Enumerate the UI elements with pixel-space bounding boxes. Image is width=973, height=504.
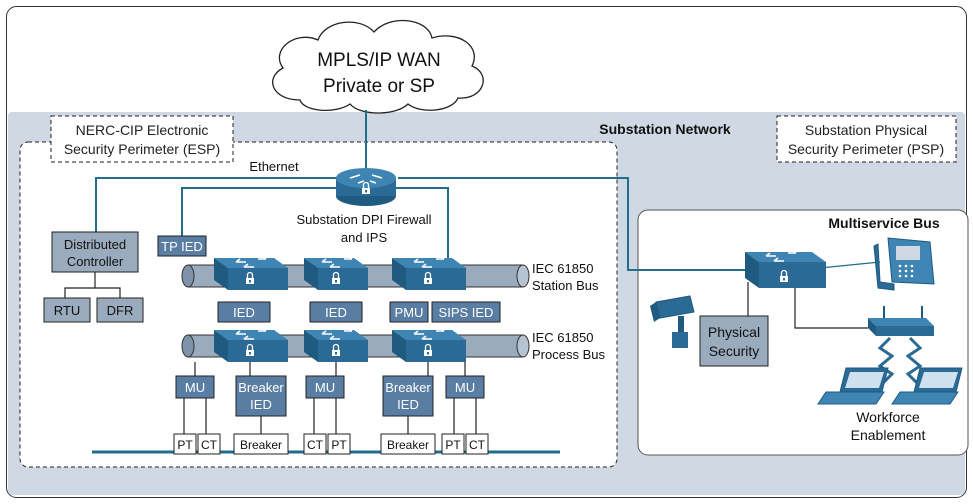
breaker-ied-2-line1: Breaker (385, 380, 431, 395)
process-switch-1 (214, 327, 288, 362)
esp-label-line1: NERC-CIP Electronic (76, 122, 209, 138)
substation-network-label: Substation Network (599, 121, 731, 137)
process-bus-line2: Process Bus (532, 347, 605, 362)
sips-ied-box (431, 301, 501, 323)
mu-label-3: MU (455, 380, 475, 395)
breaker-ied-box-2 (382, 375, 434, 417)
wireless-link-1 (877, 336, 895, 386)
ct-box-1 (197, 433, 221, 455)
pmu-label: PMU (395, 305, 424, 320)
ethernet-label: Ethernet (249, 159, 299, 174)
multiservice-zone (637, 209, 969, 456)
pmu-box (389, 301, 429, 323)
mu-label-1: MU (185, 380, 205, 395)
mu-box-2 (305, 375, 345, 399)
network-links (95, 110, 745, 271)
security-camera-icon (650, 295, 695, 348)
sips-ied-label: SIPS IED (439, 305, 494, 320)
controller-line2: Controller (67, 254, 124, 269)
field-wiring (183, 362, 477, 434)
physical-security-line2: Security (709, 343, 760, 359)
multiservice-wiring (747, 282, 868, 329)
wireless-link-2 (905, 336, 923, 386)
pt-label-1: PT (177, 438, 193, 452)
physical-security-box (699, 315, 769, 367)
pt-label-2: PT (331, 438, 347, 452)
laptop-icon-1 (817, 367, 889, 405)
ct-box-3 (465, 433, 489, 455)
controller-line1: Distributed (64, 237, 126, 252)
firewall-label-line1: Substation DPI Firewall (296, 212, 431, 227)
workforce-line1: Workforce (856, 409, 920, 425)
pt-box-3 (441, 433, 465, 455)
breaker-box-1 (233, 433, 289, 455)
dpi-firewall-router (336, 168, 396, 206)
pt-box-1 (173, 433, 197, 455)
breaker-ied-2-line2: IED (397, 397, 419, 412)
multiservice-bus-label: Multiservice Bus (828, 215, 939, 231)
controller-links-2 (95, 287, 121, 298)
process-bus-line1: IEC 61850 (532, 330, 593, 345)
breaker-label-2: Breaker (387, 438, 429, 452)
ct-label-1: CT (201, 438, 218, 452)
station-bus-line2: Station Bus (532, 278, 599, 293)
wireless-ap-icon (868, 306, 934, 336)
ct-box-2 (303, 433, 327, 455)
process-switch-3 (392, 327, 466, 362)
tp-ied-box (157, 235, 207, 257)
ip-phone-icon (873, 237, 935, 291)
tp-ied-label: TP IED (161, 239, 203, 254)
wan-cloud (272, 19, 484, 114)
cloud-line1: MPLS/IP WAN (317, 50, 441, 71)
station-switch-3 (392, 255, 466, 290)
station-switch-1 (214, 255, 288, 290)
station-switch-2 (304, 255, 368, 290)
ied-box-2 (309, 301, 363, 323)
psp-label-line1: Substation Physical (805, 122, 927, 138)
breaker-box-2 (380, 433, 436, 455)
distributed-controller (51, 231, 139, 273)
cloud-line2: Private or SP (323, 76, 435, 97)
esp-label-line2: Security Perimeter (ESP) (64, 141, 220, 157)
esp-label-box (50, 115, 234, 163)
station-bus-line1: IEC 61850 (532, 261, 593, 276)
physical-security-line1: Physical (708, 324, 760, 340)
process-switch-2 (304, 327, 368, 362)
rtu-box (43, 297, 91, 323)
breaker-ied-1-line2: IED (250, 397, 272, 412)
firewall-label-line2: and IPS (341, 230, 388, 245)
dfr-label: DFR (107, 303, 134, 318)
psp-label-line2: Security Perimeter (PSP) (788, 141, 944, 157)
ied-label-1: IED (233, 305, 255, 320)
psp-label-box (776, 115, 957, 163)
breaker-label-1: Breaker (240, 438, 282, 452)
ct-label-3: CT (469, 438, 486, 452)
multiservice-switch (745, 249, 826, 288)
rtu-label: RTU (54, 303, 80, 318)
pt-box-2 (327, 433, 351, 455)
controller-links (64, 272, 96, 298)
mu-label-2: MU (315, 380, 335, 395)
laptop-icon-2 (891, 367, 963, 405)
breaker-ied-1-line1: Breaker (238, 380, 284, 395)
dfr-box (96, 297, 144, 323)
ied-label-2: IED (325, 305, 347, 320)
ct-label-2: CT (307, 438, 324, 452)
workforce-line2: Enablement (851, 427, 926, 443)
pt-label-3: PT (445, 438, 461, 452)
ied-box-1 (217, 301, 271, 323)
